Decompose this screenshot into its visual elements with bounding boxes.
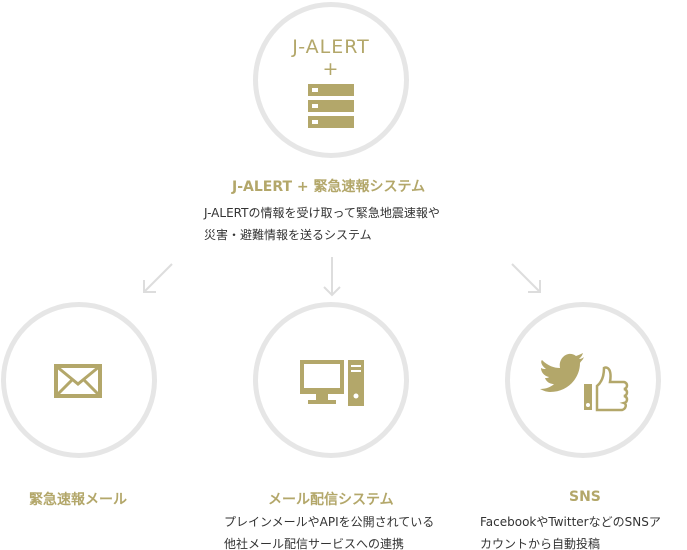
desc-line: FacebookやTwitterなどのSNSア — [480, 515, 661, 529]
server-icon — [308, 84, 354, 128]
arrow-down-icon — [323, 257, 341, 297]
jalert-logo: J-ALERT + — [253, 36, 409, 80]
desc-line: J-ALERTの情報を受け取って緊急地震速報や — [204, 206, 440, 220]
sns-description: FacebookやTwitterなどのSNSア カウントから自動投稿 — [480, 511, 661, 550]
mail-system-description: プレインメールやAPIを公開されている 他社メール配信サービスへの連携 — [224, 511, 434, 550]
desc-line: 災害・避難情報を送るシステム — [204, 228, 372, 242]
mail-circle — [1, 302, 157, 458]
system-description: J-ALERTの情報を受け取って緊急地震速報や 災害・避難情報を送るシステム — [204, 202, 440, 246]
logo-plus: + — [322, 58, 340, 80]
mail-system-title: メール配信システム — [268, 492, 394, 508]
sns-title: SNS — [569, 489, 601, 505]
desc-line: 他社メール配信サービスへの連携 — [224, 537, 405, 550]
arrow-down-left-icon — [143, 263, 173, 293]
desc-line: プレインメールやAPIを公開されている — [224, 515, 435, 529]
mail-title: 緊急速報メール — [29, 492, 127, 508]
logo-text: J-ALERT — [292, 36, 370, 58]
arrow-down-right-icon — [511, 263, 541, 293]
sns-circle — [505, 302, 661, 458]
twitter-like-icon — [540, 353, 629, 412]
system-title: J-ALERT + 緊急速報システム — [232, 179, 426, 195]
desc-line: カウントから自動投稿 — [480, 537, 601, 550]
jalert-circle — [253, 2, 409, 158]
mail-icon — [54, 364, 102, 398]
computer-circle — [253, 302, 409, 458]
computer-icon — [300, 360, 364, 406]
